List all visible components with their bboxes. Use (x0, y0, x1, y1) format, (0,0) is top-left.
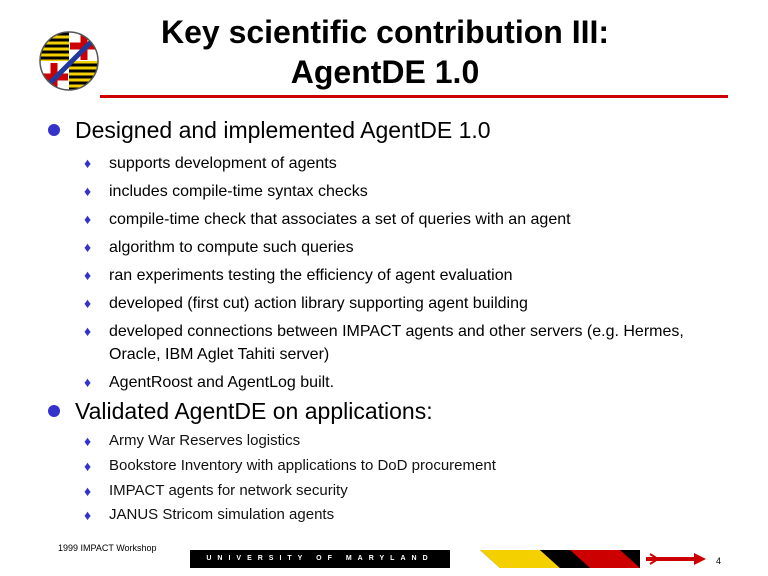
maryland-flag-logo (38, 30, 100, 92)
section-heading: Designed and implemented AgentDE 1.0 (48, 116, 729, 144)
list-item: ♦IMPACT agents for network security (84, 481, 348, 499)
section-heading-text: Designed and implemented AgentDE 1.0 (75, 117, 491, 143)
list-item: ♦Bookstore Inventory with applications t… (84, 456, 496, 474)
list-item: ♦Army War Reserves logistics (84, 432, 301, 449)
banner-university-name: UNIVERSITY OF MARYLAND (190, 550, 450, 568)
list-item: ♦supports development of agents (48, 152, 729, 175)
diamond-bullet-icon: ♦ (84, 267, 92, 283)
diamond-bullet-icon: ♦ (84, 295, 92, 311)
page-number: 4 (716, 556, 722, 566)
section-validation: Validated AgentDE on applications: ♦Army… (48, 397, 729, 530)
diamond-bullet-icon: ♦ (84, 239, 92, 255)
bullet-list: ♦supports development of agents ♦include… (48, 152, 729, 394)
title-line-2: AgentDE 1.0 (290, 54, 480, 90)
maryland-flag-banner-icon (450, 550, 709, 568)
diamond-bullet-icon: ♦ (84, 433, 92, 449)
diamond-bullet-icon: ♦ (84, 183, 92, 199)
diamond-bullet-icon: ♦ (84, 211, 92, 227)
list-item: ♦ran experiments testing the efficiency … (48, 264, 729, 287)
bullet-list: ♦Army War Reserves logistics ♦Bookstore … (48, 431, 729, 525)
list-item: ♦includes compile-time syntax checks (48, 180, 729, 203)
circle-bullet-icon (48, 124, 60, 136)
section-heading-text: Validated AgentDE on applications: (75, 398, 433, 424)
list-item: ♦algorithm to compute such queries (48, 236, 729, 259)
list-item: ♦AgentRoost and AgentLog built. (48, 371, 729, 394)
list-item: ♦compile-time check that associates a se… (48, 208, 729, 231)
list-item: ♦developed connections between IMPACT ag… (48, 320, 729, 366)
university-banner: UNIVERSITY OF MARYLAND (190, 550, 709, 568)
list-item: ♦JANUS Stricom simulation agents (84, 506, 335, 524)
diamond-bullet-icon: ♦ (84, 457, 92, 474)
title-line-1: Key scientific contribution III: (160, 14, 610, 50)
footer-workshop-label: 1999 IMPACT Workshop (58, 543, 157, 553)
diamond-bullet-icon: ♦ (84, 482, 92, 499)
slide-title: Key scientific contribution III: AgentDE… (100, 12, 670, 92)
list-item: ♦developed (first cut) action library su… (48, 292, 729, 315)
title-divider (100, 95, 728, 98)
section-heading: Validated AgentDE on applications: (48, 397, 729, 425)
diamond-bullet-icon: ♦ (84, 155, 92, 171)
section-design: Designed and implemented AgentDE 1.0 ♦su… (48, 116, 729, 399)
diamond-bullet-icon: ♦ (84, 374, 92, 390)
circle-bullet-icon (48, 405, 60, 417)
diamond-bullet-icon: ♦ (84, 323, 92, 339)
diamond-bullet-icon: ♦ (84, 507, 92, 524)
